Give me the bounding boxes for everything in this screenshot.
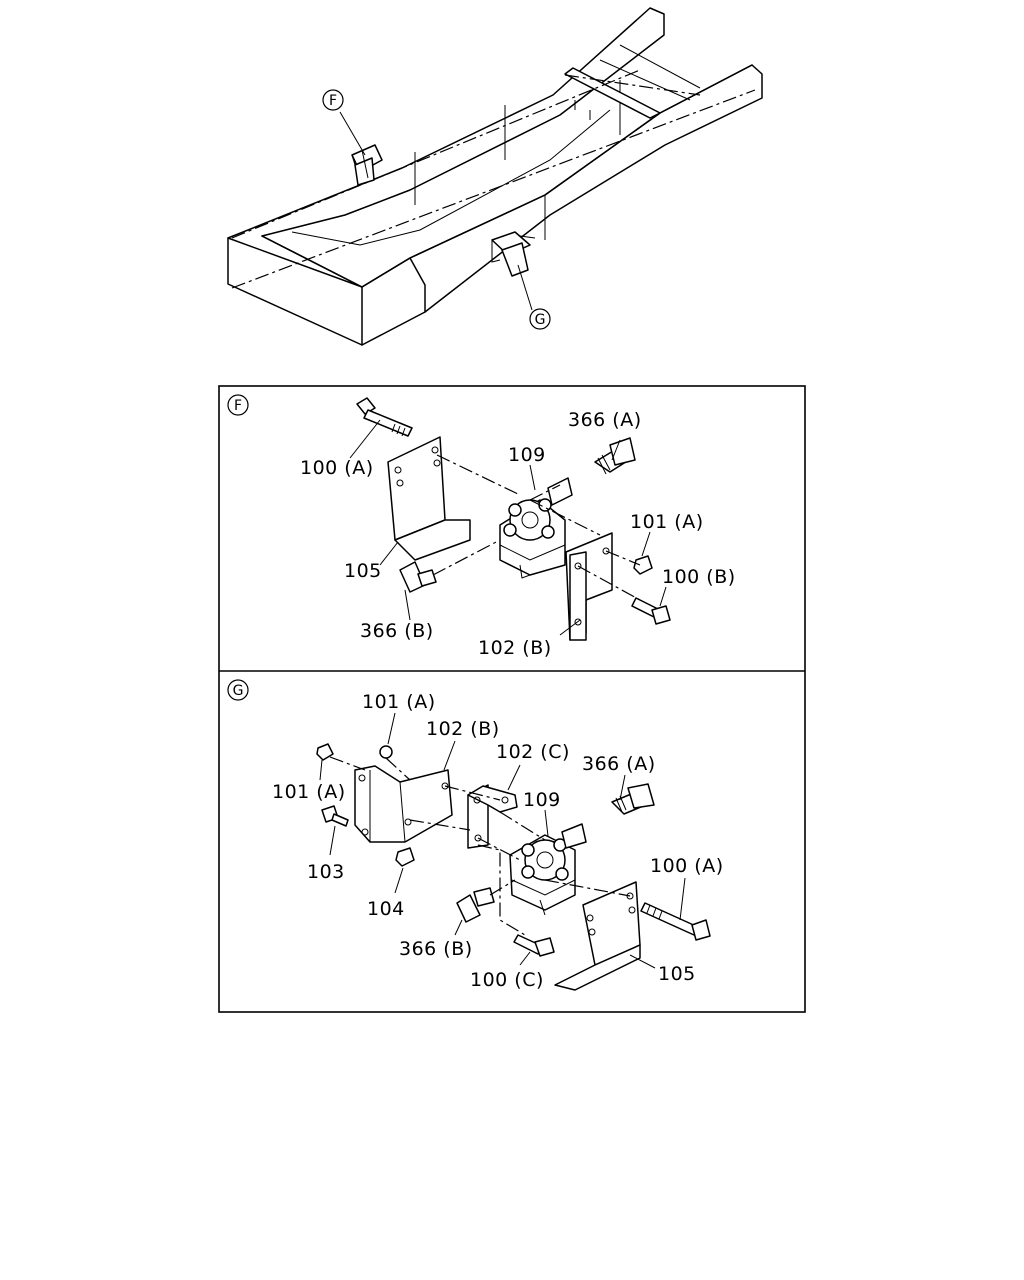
detail-g-badge-letter: G (233, 683, 244, 699)
washer-101a-g-top (379, 745, 393, 759)
label-100b-f: 100 (B) (662, 566, 736, 588)
detail-frame (218, 385, 806, 1013)
bolt-100a-f (356, 397, 413, 437)
detail-g-badge (227, 679, 249, 701)
label-366b-f: 366 (B) (360, 620, 434, 642)
label-104-g: 104 (367, 898, 405, 920)
label-366a-f: 366 (A) (568, 409, 642, 431)
bolt-100c-g (513, 934, 555, 957)
label-102b-f: 102 (B) (478, 637, 552, 659)
callout-g-letter: G (535, 312, 546, 328)
bracket-102b-g (354, 765, 453, 843)
bolt-100b-f (631, 597, 671, 625)
detail-f-badge-letter: F (234, 398, 242, 414)
label-101a-g-top: 101 (A) (362, 691, 436, 713)
label-102b-g: 102 (B) (426, 718, 500, 740)
label-105-g: 105 (658, 963, 696, 985)
bracket-102b-f (565, 532, 613, 641)
detail-f-badge (227, 394, 249, 416)
callout-f-circle (322, 89, 344, 111)
label-101a-f: 101 (A) (630, 511, 704, 533)
label-100c-g: 100 (C) (470, 969, 544, 991)
fitting-366a-g (611, 783, 655, 815)
callout-g-circle (529, 308, 551, 330)
label-366a-g: 366 (A) (582, 753, 656, 775)
detail-f: F (227, 394, 736, 659)
right-frame-rail (409, 64, 763, 313)
label-102c-g: 102 (C) (496, 741, 570, 763)
label-103-g: 103 (307, 861, 345, 883)
label-101a-g-left: 101 (A) (272, 781, 346, 803)
label-109-g: 109 (523, 789, 561, 811)
frame-overview: F G (227, 7, 763, 346)
bolt-100a-g (640, 902, 711, 941)
fitting-366a-f (594, 437, 636, 475)
valve-bracket-f-location (351, 144, 383, 186)
nut-101a-f (633, 555, 653, 575)
callout-f-letter: F (329, 93, 337, 109)
bolt-103-g (321, 805, 349, 827)
bracket-102c-g (467, 784, 518, 849)
valve-109-f (499, 477, 573, 579)
fitting-366b-g (456, 887, 495, 923)
label-100a-g: 100 (A) (650, 855, 724, 877)
nut-101a-g-left (316, 743, 334, 761)
label-109-f: 109 (508, 444, 546, 466)
detail-g: G (227, 679, 724, 991)
fitting-366b-f (399, 561, 437, 593)
valve-109-g (509, 823, 587, 916)
nut-104-g (395, 847, 415, 867)
label-100a-f: 100 (A) (300, 457, 374, 479)
valve-bracket-g-location (491, 231, 536, 277)
label-366b-g: 366 (B) (399, 938, 473, 960)
crossmember (564, 67, 661, 119)
bracket-105-g (554, 881, 641, 991)
bracket-105-f (387, 436, 471, 561)
label-105-f: 105 (344, 560, 382, 582)
